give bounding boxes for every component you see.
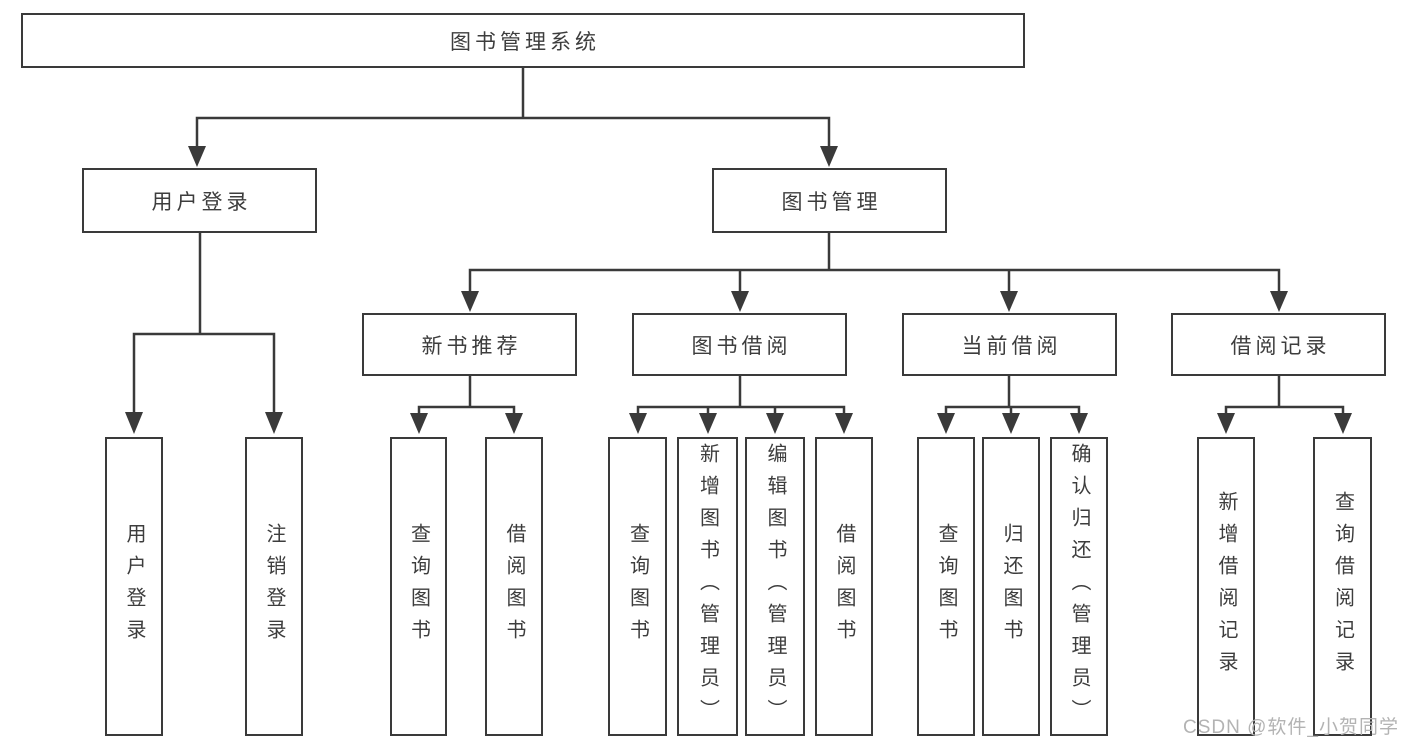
arrowhead-book-management	[820, 146, 838, 167]
arrowhead-borrowing-records	[1270, 291, 1288, 312]
arrowhead-new-book-recommend	[461, 291, 479, 312]
arrowhead-leaf-logout	[265, 412, 283, 434]
leaf-logout: 注销登录	[245, 437, 303, 736]
leaf-label: 归还图书	[1000, 522, 1022, 651]
connector-login-group-branch	[132, 332, 276, 412]
leaf-query-books-recommend: 查询图书	[390, 437, 447, 736]
arrowhead-leaf-confirm-return	[1070, 413, 1088, 434]
connector-level3-branch	[468, 268, 1281, 291]
connector-level2-branch	[195, 116, 831, 146]
leaf-label: 确认归还（管理员）	[1068, 442, 1090, 731]
arrowhead-book-borrowing	[731, 291, 749, 312]
arrowhead-leaf-borrow-books-recommend	[505, 413, 523, 434]
leaf-add-borrow-record: 新增借阅记录	[1197, 437, 1255, 736]
arrowhead-leaf-add-book	[699, 413, 717, 434]
leaf-label: 查询图书	[626, 522, 649, 651]
connector-borrowing-group-branch	[636, 405, 846, 413]
leaf-label: 借阅图书	[503, 522, 525, 651]
arrowhead-leaf-query-borrow-record	[1334, 413, 1352, 434]
arrowhead-leaf-user-login	[125, 412, 143, 434]
arrowhead-leaf-query-books-borrowing	[629, 413, 647, 434]
leaf-label: 借阅图书	[833, 522, 855, 651]
arrowhead-leaf-return-book	[1002, 413, 1020, 434]
leaf-confirm-return-admin: 确认归还（管理员）	[1050, 437, 1108, 736]
leaf-user-login: 用户登录	[105, 437, 163, 736]
leaf-query-books-current: 查询图书	[917, 437, 975, 736]
arrowhead-leaf-edit-book	[766, 413, 784, 434]
node-book-borrowing: 图书借阅	[632, 313, 847, 376]
node-user-login: 用户登录	[82, 168, 317, 233]
leaf-query-books-borrowing: 查询图书	[608, 437, 667, 736]
leaf-return-book: 归还图书	[982, 437, 1040, 736]
leaf-edit-book-admin: 编辑图书（管理员）	[745, 437, 805, 736]
node-library-system: 图书管理系统	[21, 13, 1025, 68]
node-new-book-recommend: 新书推荐	[362, 313, 577, 376]
arrowhead-leaf-query-books-recommend	[410, 413, 428, 434]
arrowhead-user-login	[188, 146, 206, 167]
connector-current-group-branch	[944, 405, 1081, 413]
leaf-add-book-admin: 新增图书（管理员）	[677, 437, 738, 736]
watermark: CSDN @软件_小贺同学	[1183, 717, 1399, 738]
leaf-label: 查询图书	[935, 522, 957, 651]
leaf-borrow-books-recommend: 借阅图书	[485, 437, 543, 736]
node-borrowing-records: 借阅记录	[1171, 313, 1386, 376]
arrowhead-leaf-borrow-books-borrowing	[835, 413, 853, 434]
arrowhead-leaf-add-borrow-record	[1217, 413, 1235, 434]
leaf-label: 查询借阅记录	[1331, 490, 1354, 683]
leaf-label: 用户登录	[123, 522, 145, 651]
node-current-borrowing: 当前借阅	[902, 313, 1117, 376]
leaf-label: 新增借阅记录	[1215, 490, 1237, 683]
leaf-label: 编辑图书（管理员）	[764, 442, 786, 731]
arrowhead-current-borrowing	[1000, 291, 1018, 312]
connector-records-group-branch	[1224, 405, 1345, 413]
leaf-label: 查询图书	[407, 522, 430, 651]
leaf-label: 注销登录	[263, 522, 285, 651]
leaf-borrow-books-borrowing: 借阅图书	[815, 437, 873, 736]
leaf-query-borrow-record: 查询借阅记录	[1313, 437, 1372, 736]
arrowhead-leaf-query-books-current	[937, 413, 955, 434]
leaf-label: 新增图书（管理员）	[696, 442, 719, 731]
connector-recommend-group-branch	[417, 405, 516, 413]
node-book-management: 图书管理	[712, 168, 947, 233]
